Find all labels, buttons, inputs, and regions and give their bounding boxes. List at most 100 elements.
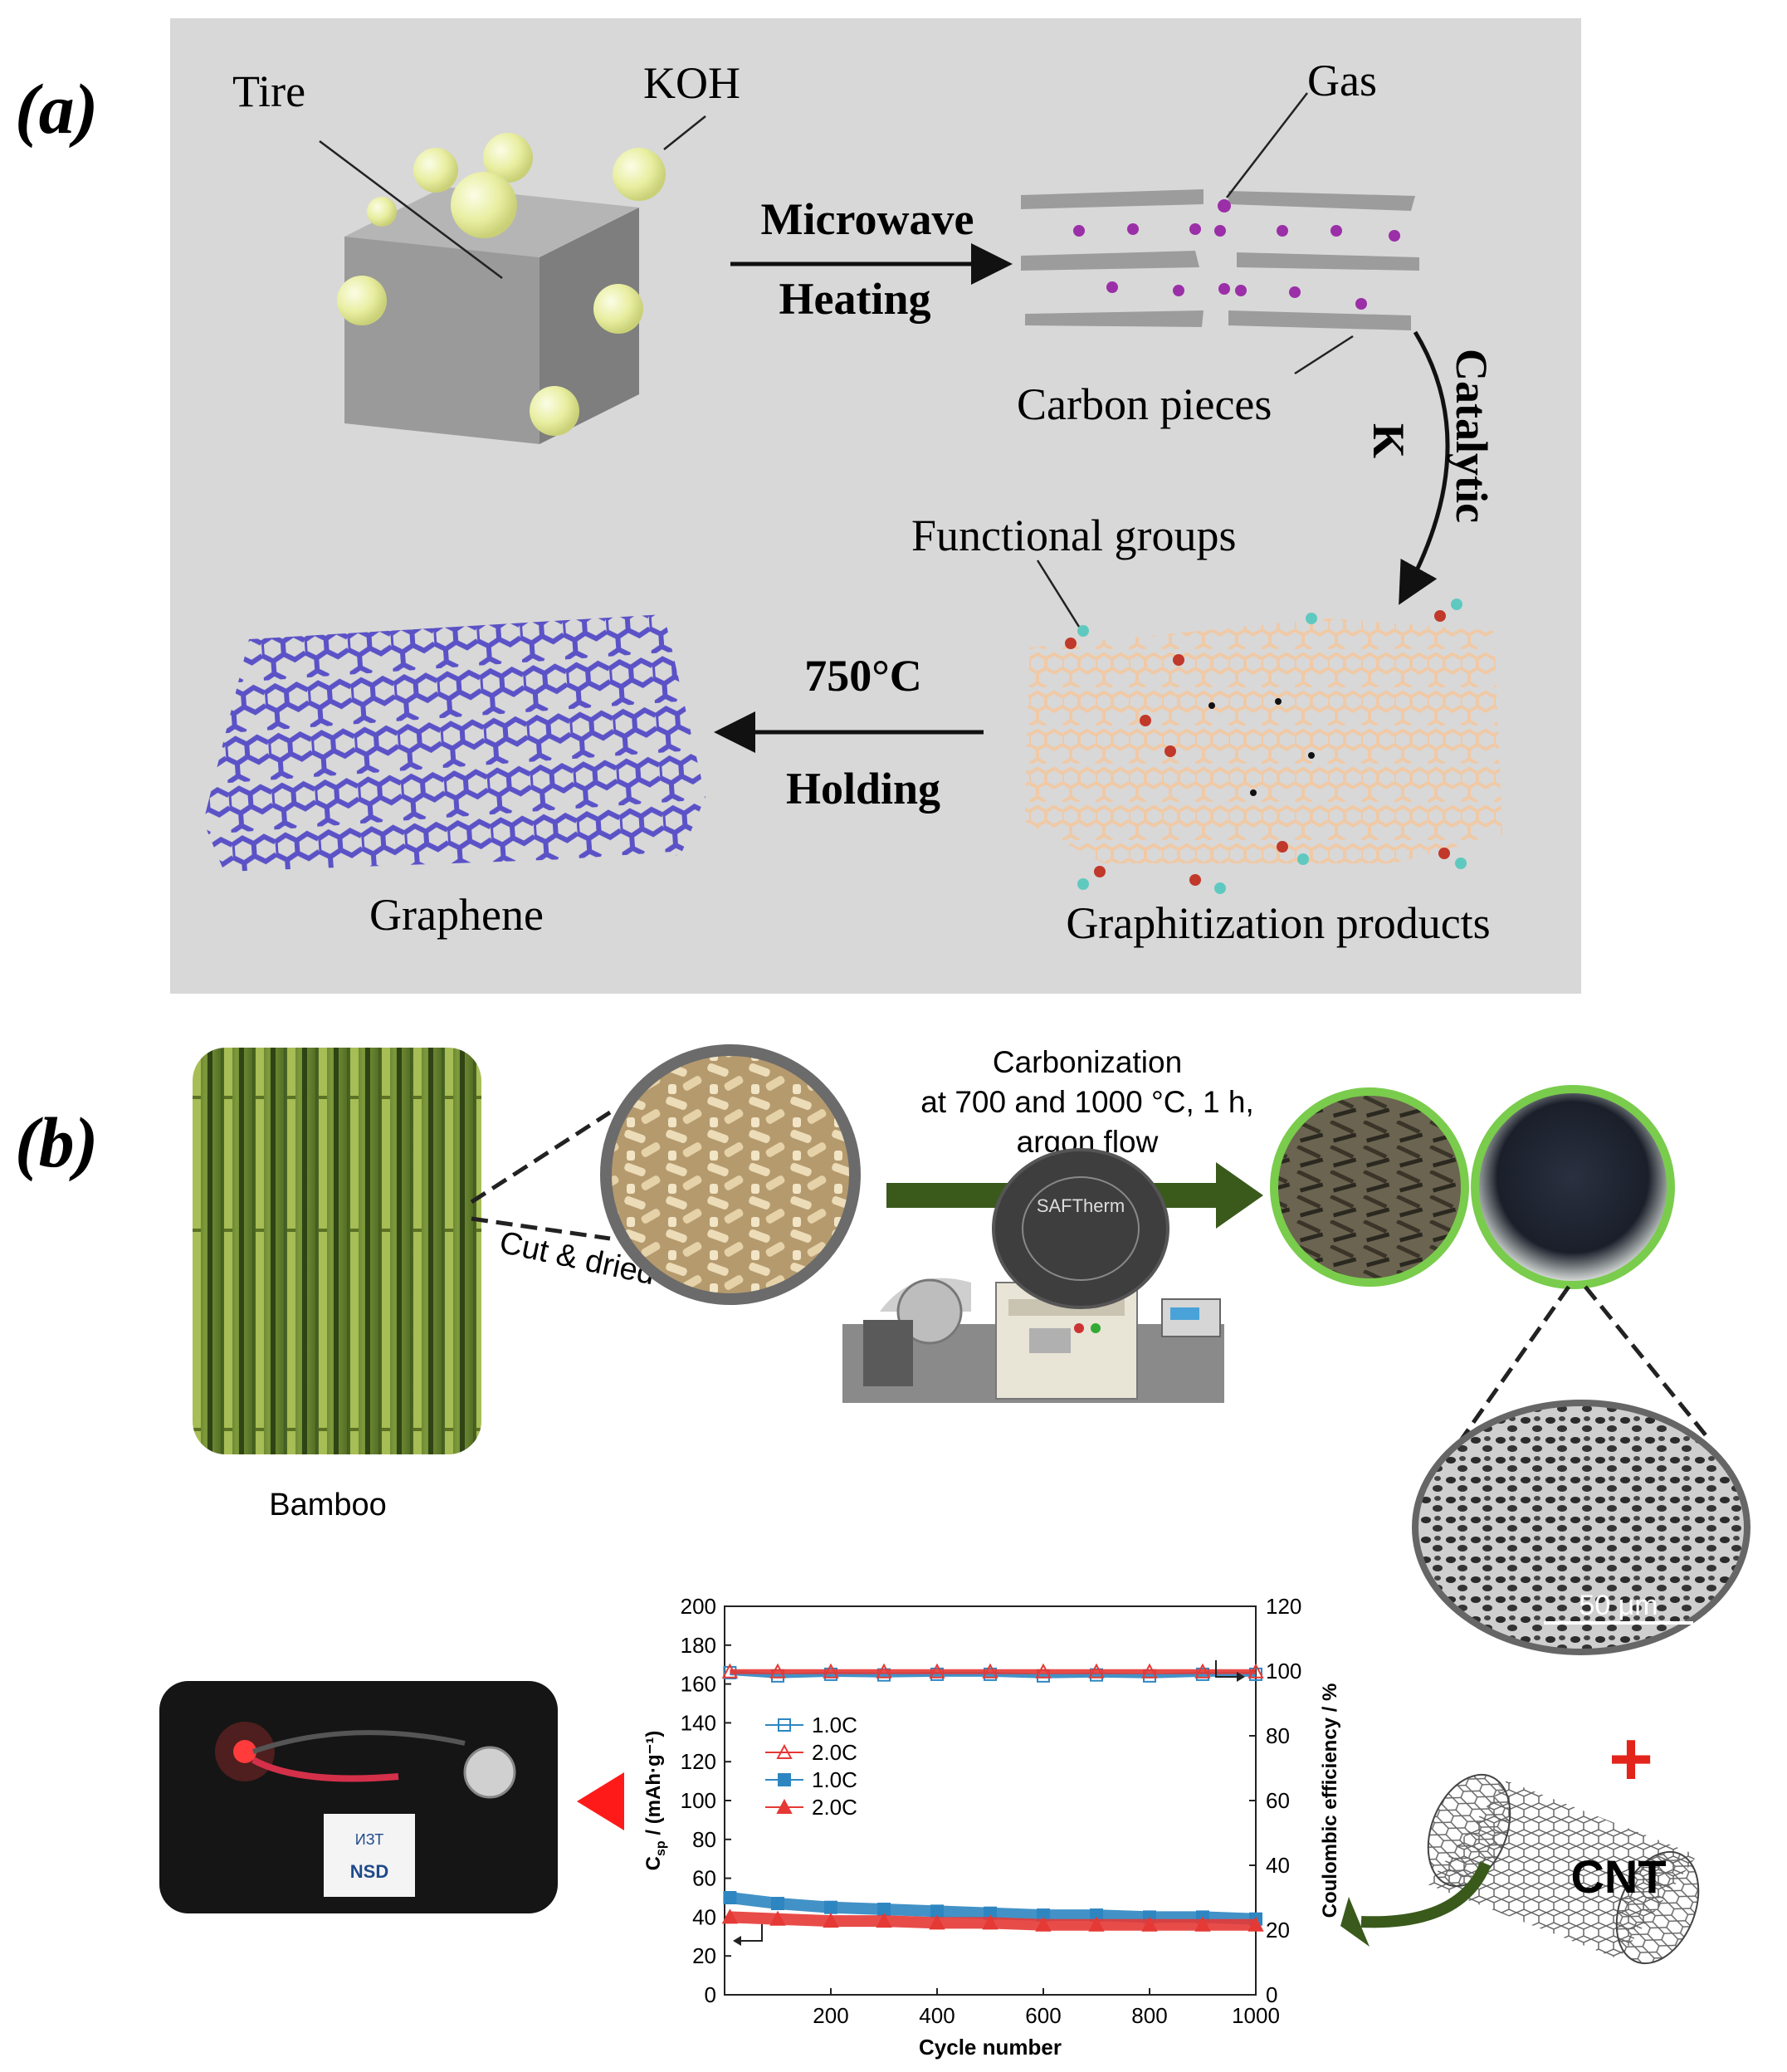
data-point-triangle: [982, 1663, 998, 1679]
data-point-triangle: [1141, 1916, 1158, 1932]
functional-group-atoms: [1065, 599, 1467, 894]
koh-label: KOH: [643, 58, 740, 108]
functional-groups-leader-line: [1036, 560, 1081, 628]
furnace-photo: SAFTherm: [842, 1148, 1224, 1403]
y-tick-label: 20: [692, 1943, 716, 1968]
data-point-triangle: [776, 1798, 793, 1814]
red-pointer-triangle: [577, 1772, 624, 1830]
data-point-triangle: [1088, 1663, 1105, 1679]
graphitization-sheet: [1025, 618, 1502, 863]
y-tick-label: 160: [681, 1672, 716, 1697]
sem-zoom-line-left: [1458, 1285, 1571, 1442]
data-point-square: [778, 1773, 791, 1786]
y-tick-label: 60: [692, 1866, 716, 1891]
data-point-triangle: [1194, 1916, 1211, 1932]
x-tick-label: 800: [1131, 2003, 1167, 2028]
y-axis-label-rest: / (mAh·g⁻¹): [642, 1731, 665, 1841]
cnt-illustration: [1427, 1773, 1700, 1965]
data-point-triangle: [876, 1663, 892, 1679]
gas-label: Gas: [1307, 56, 1377, 105]
carbon-pieces-leader-line: [1294, 335, 1354, 375]
sem-zoom-line-right: [1584, 1285, 1711, 1442]
temperature-label: 750°C: [804, 651, 922, 701]
y-tick-label: 0: [705, 1982, 716, 2007]
x-axis-label: Cycle number: [919, 2035, 1062, 2060]
led-photo: [159, 1681, 558, 1913]
card-text-bottom: NSD: [350, 1861, 388, 1882]
cnt-label: CNT: [1570, 1850, 1666, 1903]
series-1: [721, 1663, 1264, 1679]
carbon-pieces: [1021, 189, 1419, 330]
data-point-triangle: [1035, 1663, 1052, 1679]
data-point-triangle: [823, 1663, 839, 1679]
data-point-triangle: [823, 1912, 839, 1928]
y2-tick-label: 20: [1266, 1918, 1290, 1942]
y-tick-label: 100: [681, 1788, 716, 1813]
red-wire: [251, 1757, 399, 1782]
data-point-triangle: [1194, 1663, 1211, 1679]
tire-leader-line: [319, 140, 503, 279]
y-tick-label: 180: [681, 1633, 716, 1658]
bamboo-label: Bamboo: [269, 1488, 387, 1522]
card-text-top: ИЗТ: [355, 1831, 383, 1848]
carbon-powder-photo: [1471, 1085, 1675, 1289]
data-point-square: [824, 1900, 837, 1914]
series-3: [721, 1908, 1264, 1932]
graphene-label: Graphene: [369, 890, 544, 940]
carbonization-line-2: at 700 and 1000 °C, 1 h,: [920, 1085, 1254, 1119]
y-tick-label: 200: [681, 1594, 716, 1619]
carbonized-sticks-photo: [1270, 1087, 1469, 1287]
data-point-triangle: [721, 1663, 739, 1679]
left-axis-pointer: [741, 1924, 763, 1942]
x-tick-label: 400: [919, 2003, 955, 2028]
bamboo-pellets-photo: [600, 1044, 861, 1305]
k-label: K: [1364, 423, 1413, 458]
scale-bar-label: 50 μm: [1579, 1590, 1658, 1621]
panel-a-label: (a): [15, 69, 98, 149]
y2-tick-label: 100: [1266, 1659, 1301, 1684]
legend-label: 1.0C: [812, 1713, 857, 1737]
graphitization-label: Graphitization products: [1066, 898, 1490, 948]
coin-cell: [463, 1746, 516, 1799]
bamboo-photo: [193, 1048, 481, 1454]
catalytic-arrow: [1399, 330, 1450, 605]
y2-axis-label: Coulombic efficiency / %: [1319, 1684, 1341, 1918]
logo-card: [324, 1814, 415, 1897]
y2-tick-label: 60: [1266, 1788, 1290, 1813]
y2-tick-label: 40: [1266, 1853, 1290, 1878]
data-point-triangle: [1247, 1916, 1264, 1932]
data-point-square: [771, 1897, 784, 1911]
cycling-chart: 0204060801001201401601802000204060801001…: [642, 1594, 1341, 2060]
led-light: [233, 1740, 256, 1763]
catalytic-label: Catalytic: [1447, 349, 1496, 523]
y-axis-label-sub: sp: [654, 1840, 668, 1856]
sem-image: [1412, 1400, 1750, 1655]
data-point-triangle: [929, 1914, 945, 1930]
data-point-triangle: [876, 1912, 892, 1928]
y-tick-label: 140: [681, 1710, 716, 1735]
gas-leader-line: [1226, 92, 1308, 198]
y2-tick-label: 80: [1266, 1723, 1290, 1748]
y-axis-label: Csp / (mAh·g⁻¹): [642, 1731, 668, 1871]
y2-tick-label: 0: [1266, 1982, 1277, 2007]
data-point-triangle: [1247, 1663, 1264, 1679]
left-axis-pointer-head: [733, 1936, 741, 1946]
functional-groups-label: Functional groups: [911, 511, 1236, 560]
led-glow: [215, 1722, 275, 1781]
cnt-arrow-shaft: [1360, 1861, 1492, 1928]
series-band: [730, 1670, 1256, 1679]
tire-label: Tire: [232, 66, 305, 116]
data-point-triangle: [776, 1743, 793, 1759]
y-tick-label: 120: [681, 1749, 716, 1774]
y-tick-label: 40: [692, 1904, 716, 1929]
panel-b: (b) Bamboo Cut & dried Carbonization at …: [15, 1044, 1750, 2060]
legend-label: 2.0C: [812, 1795, 857, 1820]
furnace-brand: SAFTherm: [1037, 1195, 1125, 1216]
koh-spheres: [337, 133, 666, 436]
data-point-triangle: [769, 1663, 786, 1679]
y-axis-label-main: C: [642, 1856, 665, 1870]
data-point-triangle: [1035, 1916, 1052, 1932]
legend-label: 1.0C: [812, 1767, 857, 1792]
legend-label: 2.0C: [812, 1740, 857, 1765]
graphene-sheet: [203, 614, 706, 872]
